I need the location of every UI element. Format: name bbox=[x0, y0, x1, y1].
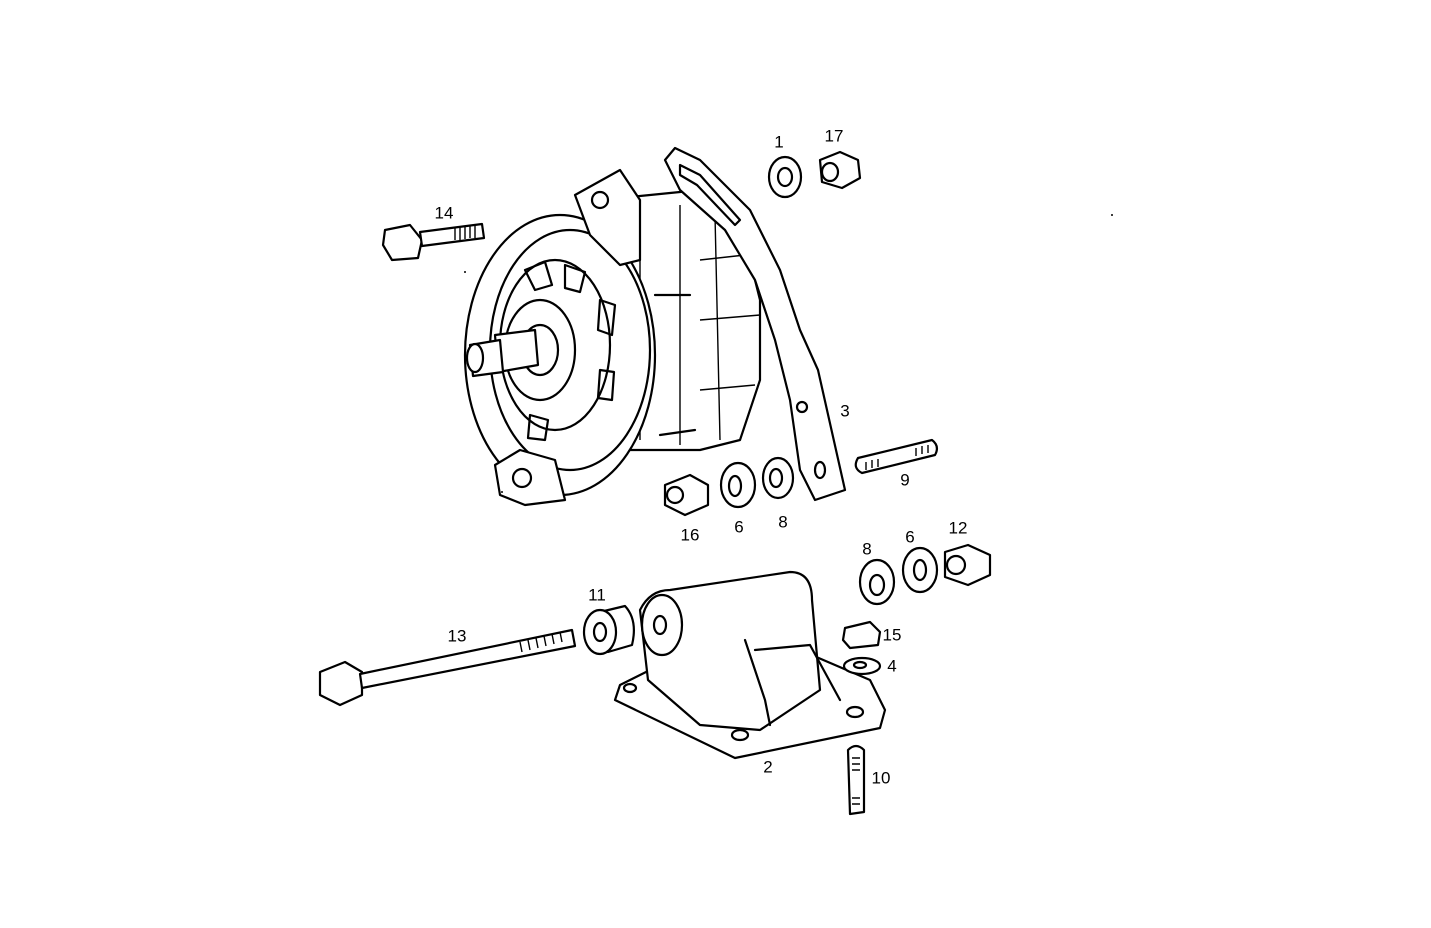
callout-4: 4 bbox=[887, 656, 897, 676]
bolt-14 bbox=[381, 222, 486, 262]
callout-6b: 6 bbox=[905, 527, 915, 547]
callout-10: 10 bbox=[871, 768, 891, 788]
callout-3: 3 bbox=[840, 401, 850, 421]
callout-15: 15 bbox=[882, 625, 902, 645]
callout-14: 14 bbox=[434, 203, 454, 223]
callout-6a: 6 bbox=[734, 517, 744, 537]
adjusting-bracket bbox=[663, 146, 847, 502]
callout-9: 9 bbox=[900, 470, 910, 490]
callout-1: 1 bbox=[774, 132, 784, 152]
callout-12: 12 bbox=[948, 518, 968, 538]
alternator bbox=[463, 168, 762, 507]
callout-17: 17 bbox=[824, 126, 844, 146]
callout-2: 2 bbox=[763, 757, 773, 777]
mounting-bracket bbox=[613, 570, 887, 760]
callout-11: 11 bbox=[588, 585, 606, 605]
callout-16: 16 bbox=[680, 525, 700, 545]
callout-8a: 8 bbox=[778, 512, 788, 532]
callout-13: 13 bbox=[447, 626, 467, 646]
callout-8b: 8 bbox=[862, 539, 872, 559]
